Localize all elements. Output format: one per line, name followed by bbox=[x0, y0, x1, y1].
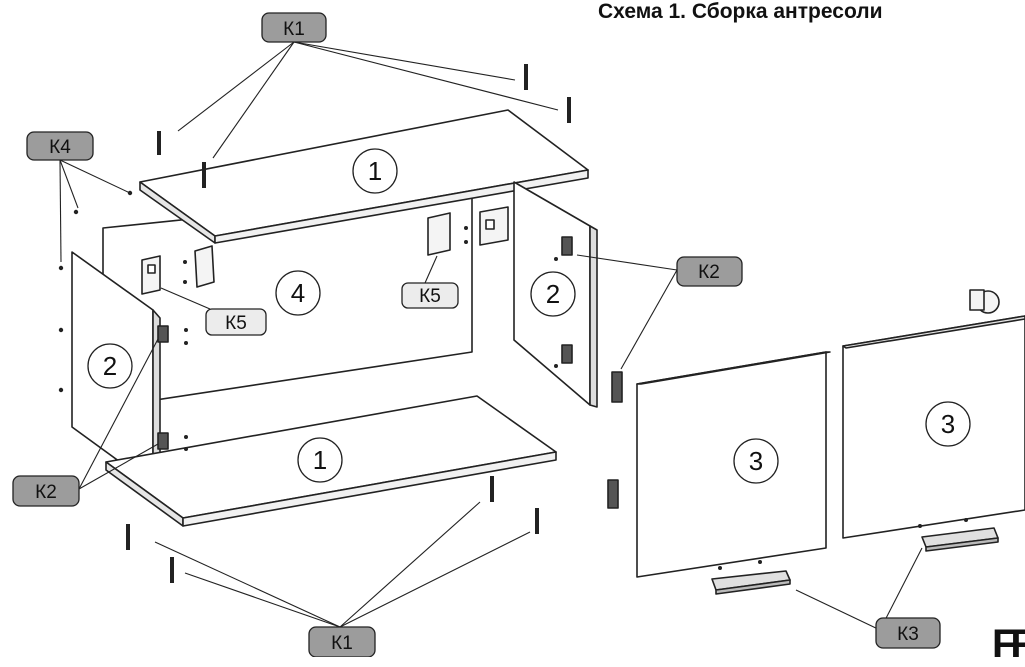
small-fasteners bbox=[58, 190, 968, 570]
part-label-left-door: 3 bbox=[749, 446, 763, 476]
callout-k2-left: К2 bbox=[35, 482, 57, 503]
callout-k4: К4 bbox=[49, 137, 71, 158]
part-label-bottom-shelf: 1 bbox=[313, 445, 327, 475]
callout-k2-right: К2 bbox=[698, 262, 720, 283]
callout-k1-bottom: К1 bbox=[331, 633, 353, 654]
callout-k5-right: К5 bbox=[419, 286, 441, 307]
door-handle-left bbox=[711, 570, 791, 595]
callout-k2-left-box bbox=[12, 475, 80, 507]
callout-k2-right-box bbox=[676, 256, 743, 287]
callout-k4-box bbox=[26, 131, 94, 161]
bracket-left bbox=[141, 245, 215, 295]
hinges bbox=[157, 236, 623, 509]
callout-k3-box bbox=[875, 617, 941, 649]
callout-k3: К3 bbox=[897, 624, 919, 645]
part-label-back-panel: 4 bbox=[291, 278, 305, 308]
part-label-right-door: 3 bbox=[941, 409, 955, 439]
part-label-right-side: 2 bbox=[546, 279, 560, 309]
part-number-circles bbox=[87, 148, 971, 484]
diagram-title: Схема 1. Сборка антресоли bbox=[598, 0, 883, 23]
callout-k1-top: К1 bbox=[283, 19, 305, 40]
bracket-top-right bbox=[969, 289, 1000, 314]
screws bbox=[126, 64, 571, 583]
callout-k5-left-box bbox=[205, 308, 267, 336]
left-door bbox=[636, 351, 831, 578]
door-handle-right bbox=[921, 527, 999, 552]
corner-mark: FF bbox=[992, 622, 1025, 666]
part-label-top-shelf: 1 bbox=[368, 156, 382, 186]
callout-k5-left: К5 bbox=[225, 313, 247, 334]
callout-k5-right-box bbox=[401, 282, 459, 309]
leader-lines bbox=[59, 41, 923, 631]
bracket-right bbox=[427, 206, 509, 256]
part-label-left-side: 2 bbox=[103, 351, 117, 381]
callout-k1-top-box bbox=[261, 12, 327, 43]
